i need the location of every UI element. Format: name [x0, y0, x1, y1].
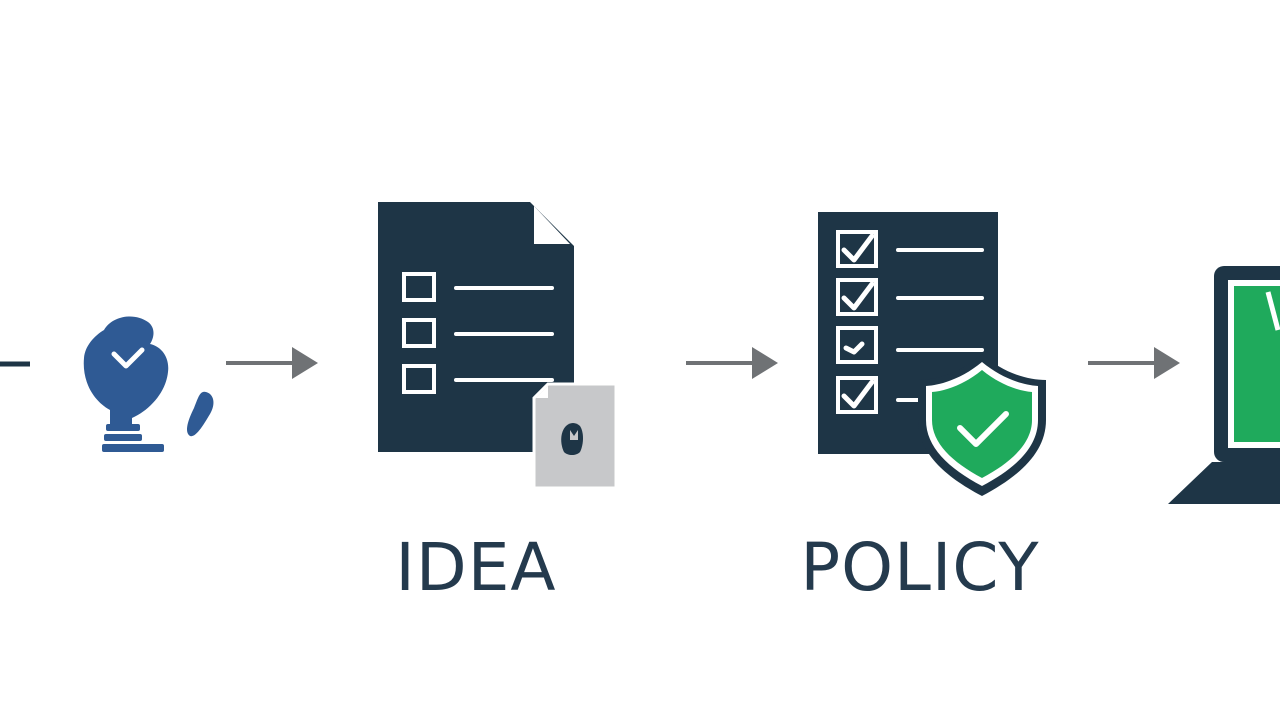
step-label-policy: POLICY [800, 529, 1040, 606]
arrow-1 [226, 347, 318, 379]
arrow-3 [1088, 347, 1180, 379]
arrow-2 [686, 347, 778, 379]
laptop-icon [1168, 266, 1280, 504]
attachment-document-icon [532, 382, 618, 490]
document-checklist-icon [378, 202, 574, 452]
inventor-hand-icon [83, 316, 214, 452]
shield-check-icon [918, 354, 1046, 496]
step-label-idea: IDEA [395, 529, 557, 606]
